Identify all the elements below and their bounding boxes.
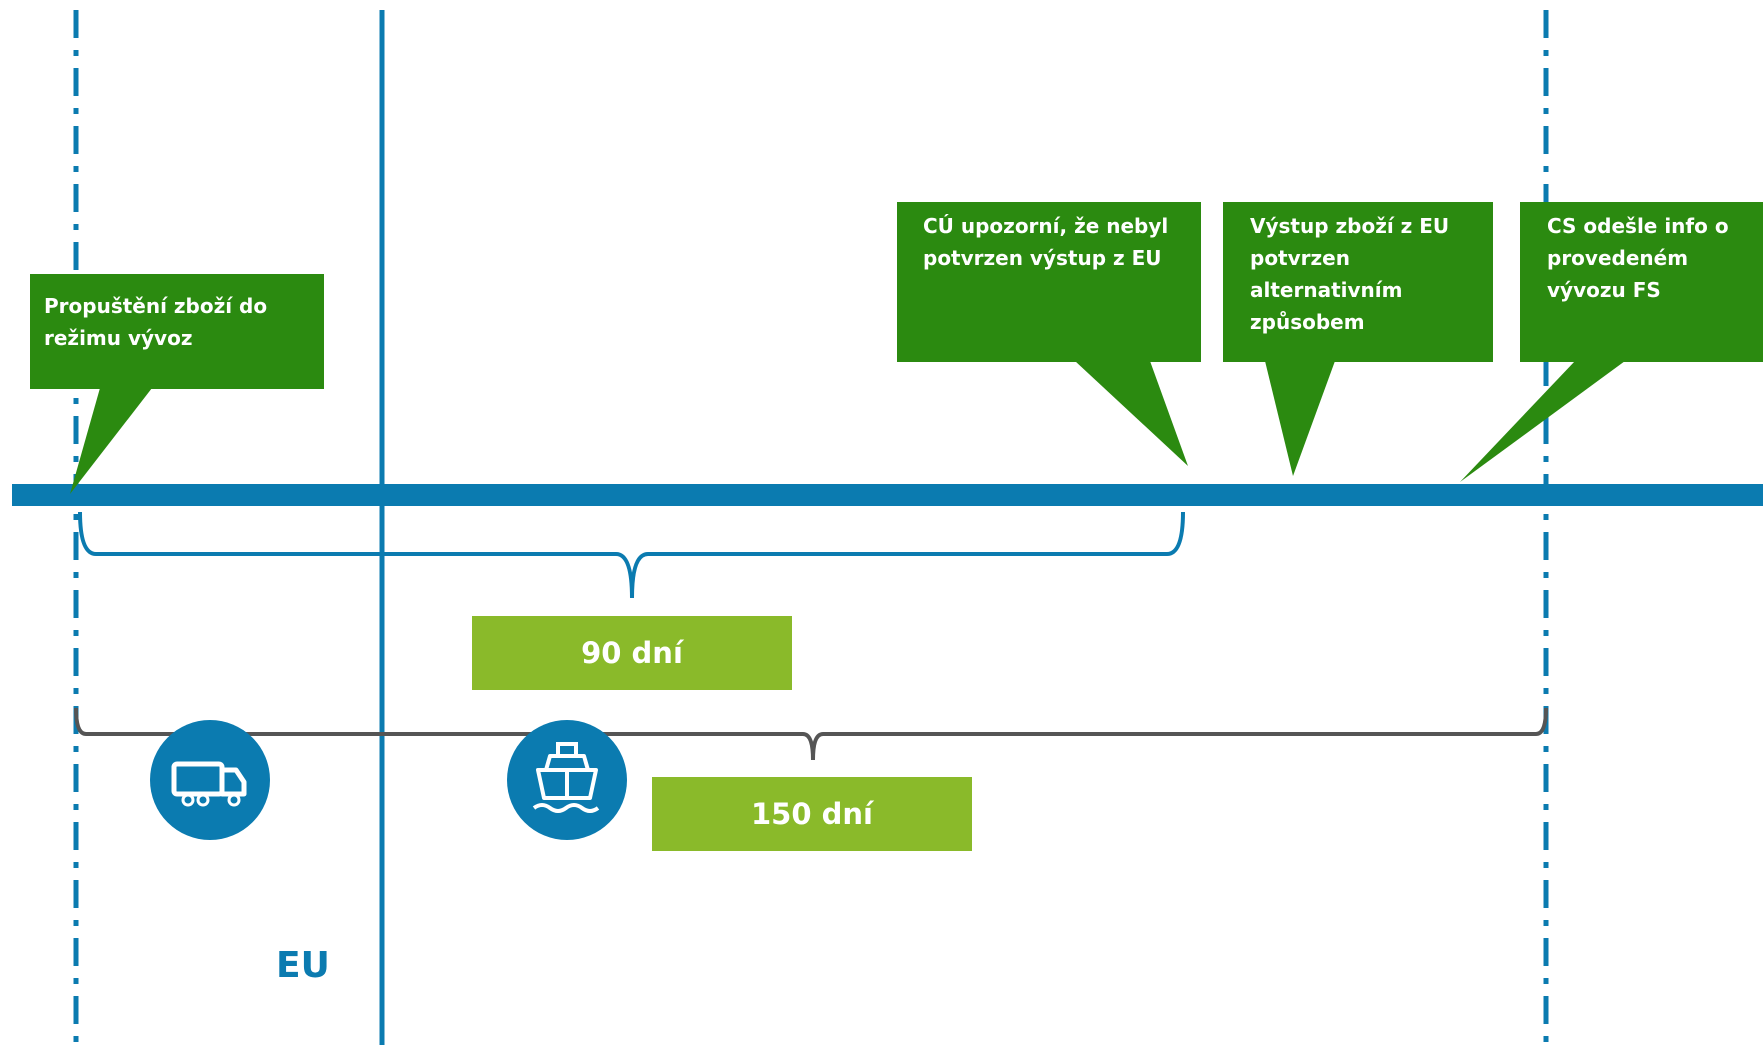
brace-90-days xyxy=(78,511,1185,599)
callout-cs-sends-info xyxy=(1460,202,1763,482)
callout-release-to-export-text: Propuštění zboží do režimu vývoz xyxy=(44,294,268,350)
duration-label-150-days: 150 dní xyxy=(652,777,972,851)
callout-exit-not-confirmed xyxy=(897,202,1201,466)
callout-exit-confirmed-alternative-text: Výstup zboží z EU potvrzen alternativním… xyxy=(1250,214,1450,334)
duration-label-90-days: 90 dní xyxy=(472,616,792,690)
callout-cs-sends-info-text: CS odešle info o provedeném vývozu FS xyxy=(1547,214,1729,302)
truck-icon xyxy=(150,720,270,840)
callout-release-to-export xyxy=(30,274,324,494)
callout-exit-not-confirmed-text: CÚ upozorní, že nebyl potvrzen výstup z … xyxy=(923,214,1169,270)
callout-exit-confirmed-alternative xyxy=(1223,202,1493,476)
ship-icon xyxy=(507,720,627,840)
brace-150-days xyxy=(74,707,1548,761)
eu-region-label: EU xyxy=(276,945,330,986)
